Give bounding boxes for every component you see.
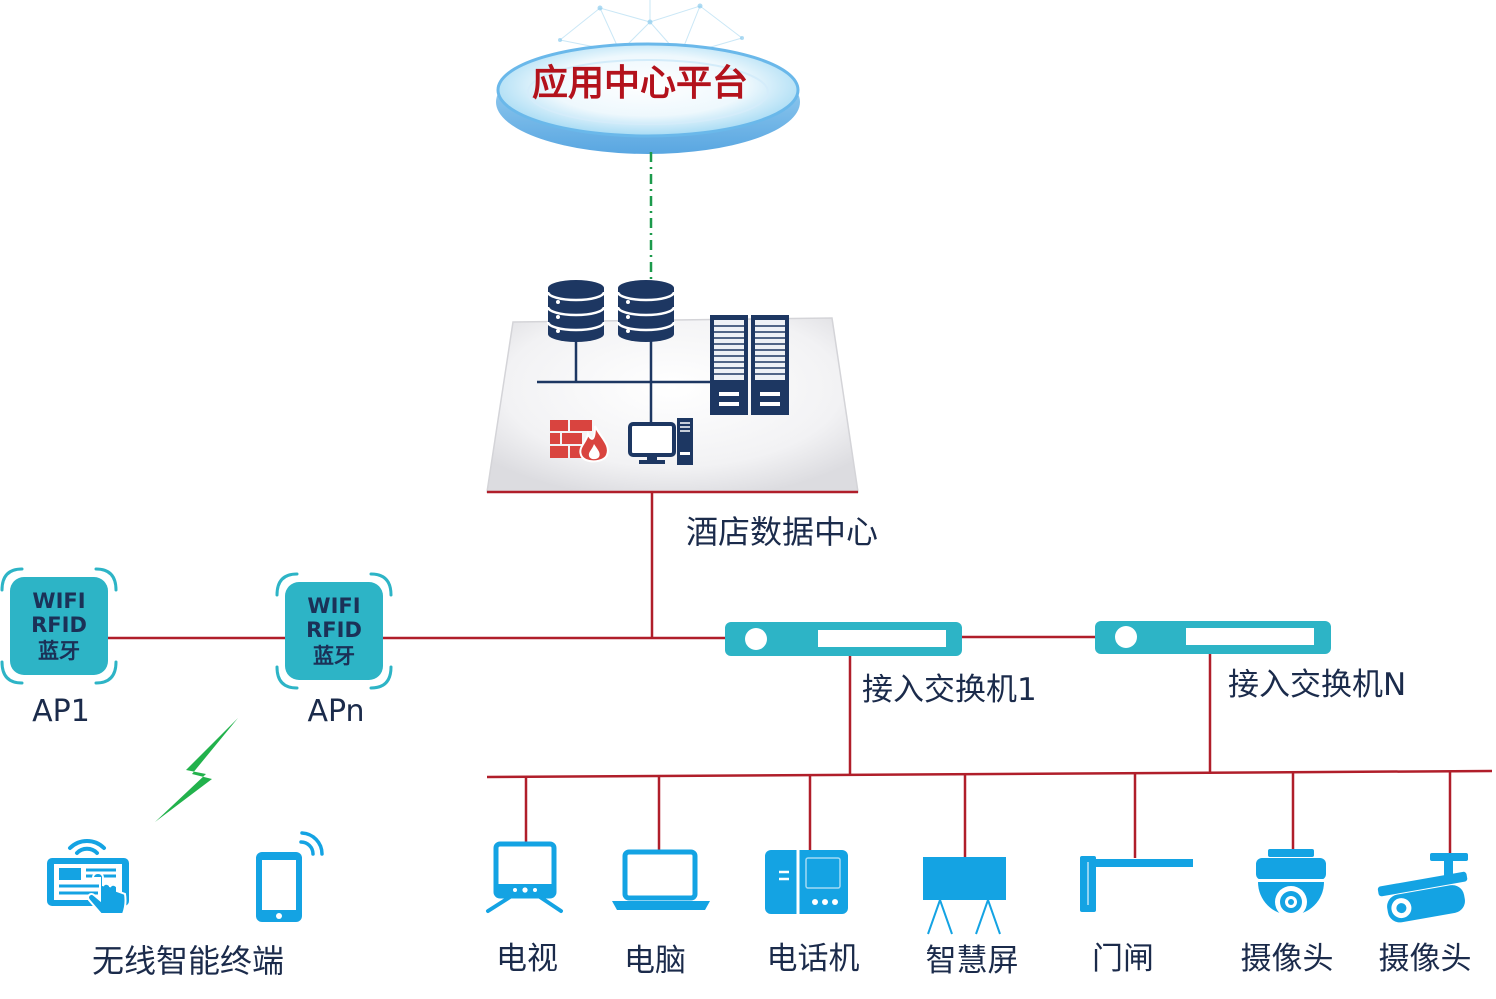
device-label: 电视	[496, 941, 558, 977]
ap-capability: 蓝牙	[38, 639, 80, 663]
dome-camera-icon	[1256, 849, 1326, 918]
device-label: 摄像头	[1379, 941, 1472, 977]
lightning-icon	[155, 718, 238, 822]
ap-capability: WIFI	[307, 594, 360, 618]
device-label: 电脑	[624, 943, 686, 979]
ap-capability: WIFI	[32, 589, 85, 613]
device-label: 门闸	[1092, 941, 1154, 977]
bullet-camera-icon	[1377, 853, 1468, 923]
signal-bracket	[0, 567, 118, 685]
desktop-computer-icon	[628, 418, 693, 465]
device-label: 智慧屏	[926, 943, 1019, 979]
access-point-label: APn	[307, 694, 364, 729]
device-label: 电话机	[767, 941, 860, 977]
tv-icon	[486, 841, 563, 913]
data-center-label: 酒店数据中心	[686, 513, 878, 551]
access-point-label: AP1	[32, 694, 90, 729]
device-label: 摄像头	[1241, 941, 1334, 977]
card-reader-icon	[47, 838, 129, 915]
ap-capability: 蓝牙	[313, 644, 355, 668]
laptop-icon	[612, 849, 710, 910]
access-point-box	[10, 577, 108, 675]
database-icon	[616, 280, 676, 342]
platform-title: 应用中心平台	[532, 63, 748, 104]
switch-1-label: 接入交换机1	[862, 672, 1037, 708]
access-point-n: WIFI RFID 蓝牙 APn	[275, 572, 393, 729]
platform-disc-inner-ring	[527, 59, 769, 125]
data-center-panel	[486, 317, 859, 493]
signal-bracket	[275, 572, 393, 690]
ap-capability: RFID	[31, 613, 87, 637]
access-point-box	[285, 582, 383, 680]
network-switch-icon	[725, 622, 962, 656]
data-center	[486, 280, 859, 494]
firewall-icon	[550, 420, 609, 463]
server-rack-icon	[710, 315, 789, 415]
barrier-gate-icon	[1080, 856, 1193, 912]
wireless-terminals-label: 无线智能终端	[92, 942, 284, 980]
switch-n-label: 接入交换机N	[1228, 667, 1406, 703]
device-bus-line	[486, 769, 1493, 779]
ap-capability: RFID	[306, 618, 362, 642]
telephone-icon	[765, 850, 848, 914]
smartphone-icon	[256, 831, 324, 922]
network-switch-icon	[1095, 621, 1331, 654]
smart-screen-icon	[923, 857, 1006, 935]
access-point-1: WIFI RFID 蓝牙 AP1	[0, 567, 118, 729]
database-icon	[546, 280, 606, 342]
application-platform: 应用中心平台	[496, 0, 800, 154]
